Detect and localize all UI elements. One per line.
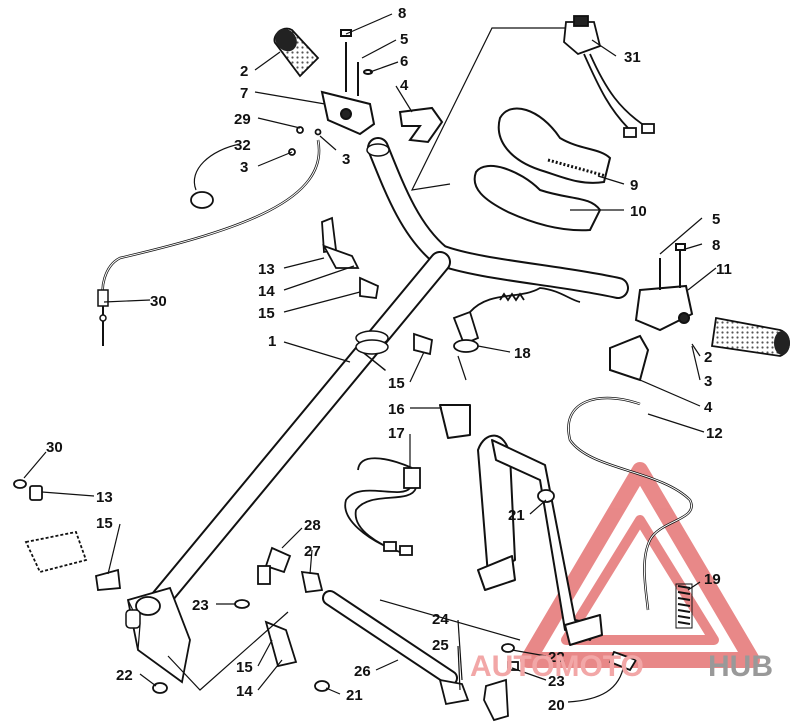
callout-5a: 5 — [400, 31, 408, 48]
steering-bracket — [439, 404, 603, 646]
callout-25: 25 — [432, 637, 449, 654]
callout-27: 27 — [304, 543, 321, 560]
callout-21a: 21 — [508, 507, 525, 524]
callout-11: 11 — [716, 261, 732, 278]
wire-harness — [344, 457, 421, 556]
lower-hardware — [152, 489, 638, 722]
left-handguard — [398, 106, 444, 144]
grip-heaters — [473, 107, 612, 232]
callout-14b: 14 — [236, 683, 253, 700]
callout-15d: 15 — [236, 659, 253, 676]
left-switch-housing — [320, 29, 376, 136]
brake-cable — [567, 396, 693, 611]
right-grip — [710, 316, 790, 357]
callout-3b: 3 — [342, 151, 350, 168]
cable-clip — [190, 126, 322, 209]
callout-8a: 8 — [398, 5, 406, 22]
callout-16: 16 — [388, 401, 405, 418]
callout-9: 9 — [630, 177, 638, 194]
callout-10: 10 — [630, 203, 647, 220]
watermark-triangle — [520, 462, 760, 668]
callout-7: 7 — [240, 85, 248, 102]
callout-2a: 2 — [240, 63, 248, 80]
callout-13b: 13 — [96, 489, 113, 506]
callout-6: 6 — [400, 53, 408, 70]
callout-23b: 23 — [548, 673, 565, 690]
callout-23a: 23 — [192, 597, 209, 614]
callout-4a: 4 — [400, 77, 409, 94]
tie-rod — [322, 590, 458, 686]
upper-clamp — [321, 216, 433, 356]
callout-20: 20 — [548, 697, 565, 714]
callout-26: 26 — [354, 663, 371, 680]
callout-13a: 13 — [258, 261, 275, 278]
leader-lines — [23, 13, 717, 703]
callout-22b: 22 — [548, 649, 565, 666]
callout-3c: 3 — [704, 373, 712, 390]
callout-15c: 15 — [96, 515, 113, 532]
callout-22a: 22 — [116, 667, 133, 684]
callout-14a: 14 — [258, 283, 275, 300]
callout-24: 24 — [432, 611, 449, 628]
lower-clamp — [13, 479, 121, 591]
steering-post — [125, 251, 451, 684]
watermark-logo: AUTOMOTO HUB — [470, 650, 773, 683]
watermark-prefix: AUTOMOTO — [470, 650, 644, 683]
callout-3a: 3 — [240, 159, 248, 176]
callout-5b: 5 — [712, 211, 720, 228]
left-grip — [273, 27, 320, 78]
watermark-suffix: HUB — [708, 650, 773, 683]
callout-12: 12 — [706, 425, 723, 442]
callout-19: 19 — [704, 571, 721, 588]
callout-15a: 15 — [258, 305, 275, 322]
callout-18: 18 — [514, 345, 531, 362]
callout-17: 17 — [388, 425, 405, 442]
callout-30b: 30 — [46, 439, 63, 456]
callout-labels: 8 5 2 6 7 4 29 32 3 3 31 9 10 5 8 11 13 … — [46, 5, 732, 714]
callout-30a: 30 — [150, 293, 167, 310]
spring — [675, 583, 693, 629]
throttle-cable — [97, 139, 321, 346]
callout-29: 29 — [234, 111, 251, 128]
callout-2b: 2 — [704, 349, 712, 366]
right-switch-housing — [634, 243, 694, 332]
callout-32: 32 — [234, 137, 251, 154]
callout-4b: 4 — [704, 399, 713, 416]
callout-8b: 8 — [712, 237, 720, 254]
kill-switch — [563, 15, 655, 138]
callout-28: 28 — [304, 517, 321, 534]
callout-31: 31 — [624, 49, 641, 66]
callout-21b: 21 — [346, 687, 363, 704]
callout-1: 1 — [268, 333, 276, 350]
callout-15b: 15 — [388, 375, 405, 392]
right-handguard — [609, 334, 650, 382]
tether-switch — [452, 287, 581, 353]
